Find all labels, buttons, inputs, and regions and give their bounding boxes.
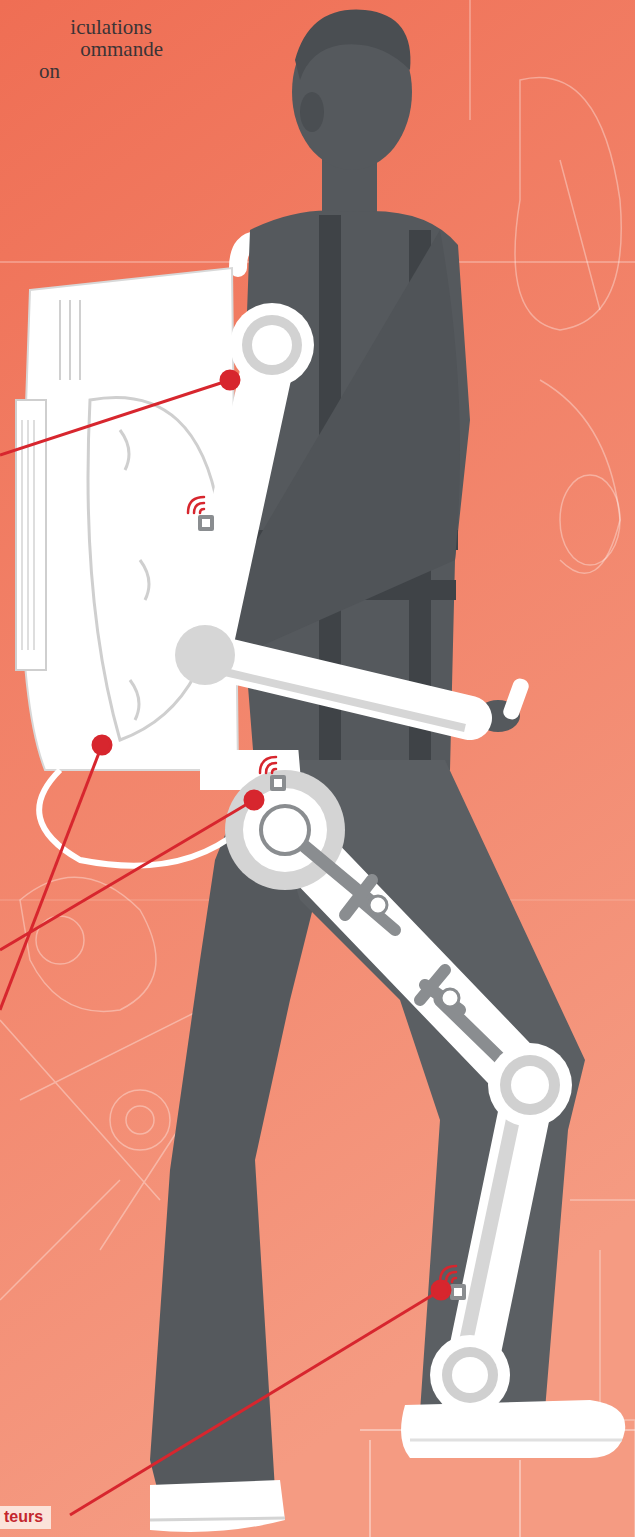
text-fragment: iculations [70,16,152,38]
text-fragment: on [39,60,60,82]
sensor-icons [188,497,466,1300]
text-fragment: ommande [80,38,163,60]
exoskeleton-frame [175,303,625,1458]
callout-label: teurs [4,1508,43,1526]
leader-lines [0,371,450,1515]
person-body [210,10,585,1412]
callout-tag: teurs [0,1506,51,1529]
